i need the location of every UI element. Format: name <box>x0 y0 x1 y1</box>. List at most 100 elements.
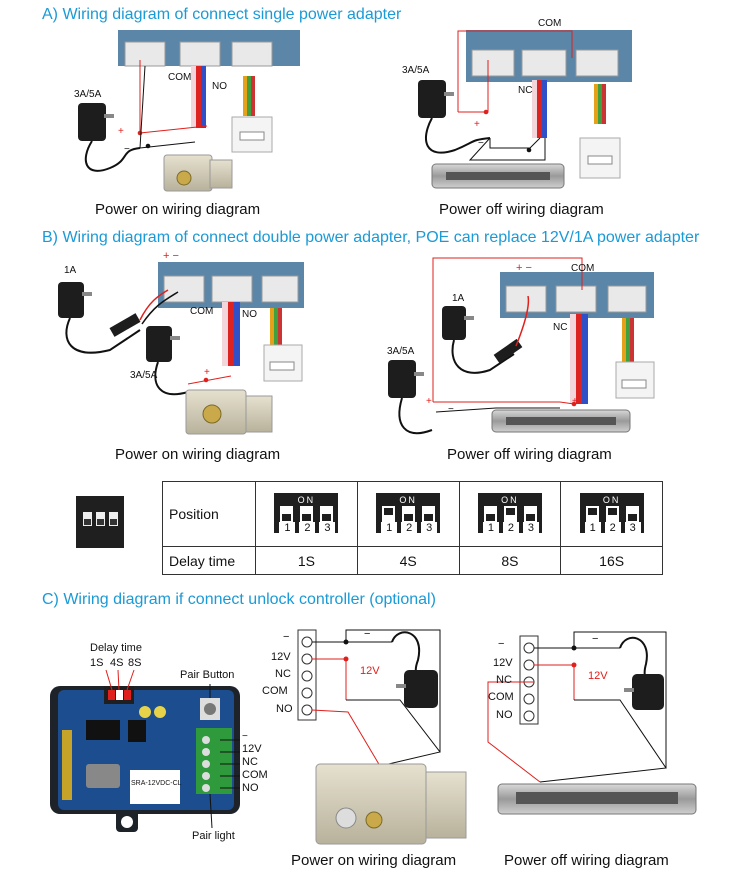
relay-chip-text: SRA-12VDC-CL <box>131 780 182 787</box>
controller-term-nc: NC <box>242 756 258 768</box>
position-row-header: Position <box>162 481 256 547</box>
dip-switch-slot <box>483 505 497 523</box>
a-left-adapter-label: 3A/5A <box>74 89 102 100</box>
b-left-com-label: COM <box>190 306 214 317</box>
off-term-no: NO <box>496 709 513 721</box>
b-right-caption: Power off wiring diagram <box>447 446 612 463</box>
delay-value-1s: 1S <box>255 546 358 575</box>
dip-switch-number: 1 <box>381 521 398 534</box>
on-term-no: NO <box>276 703 293 715</box>
dip-switch-knob <box>505 507 515 515</box>
pair-button-label: Pair Button <box>180 669 235 681</box>
dip-on-label: ON <box>399 494 417 505</box>
dip-switch-knob <box>404 513 414 521</box>
on-term-nc: NC <box>275 668 291 680</box>
a-right-diagram <box>418 30 632 189</box>
b-right-plus-1: + <box>426 396 432 407</box>
b-left-diagram <box>58 262 304 435</box>
c-power-off-diagram <box>487 631 697 815</box>
section-a-title: A) Wiring diagram of connect single powe… <box>42 6 402 23</box>
a-left-minus: − <box>124 144 130 155</box>
section-c-title: C) Wiring diagram if connect unlock cont… <box>42 591 436 608</box>
dip-switch-slot <box>503 505 517 523</box>
b-left-plusminus: + − <box>163 250 179 262</box>
a-right-com-label: COM <box>538 18 562 29</box>
dip-switch-number: 1 <box>584 521 601 534</box>
delay-value-4s: 4S <box>356 546 460 575</box>
controller-term-com: COM <box>242 769 268 781</box>
dip-switch-number: 2 <box>502 521 519 534</box>
dip-on-label: ON <box>501 494 519 505</box>
b-left-no-label: NO <box>242 309 257 320</box>
dip-switch-slot <box>280 505 294 523</box>
off-term-nc: NC <box>496 674 512 686</box>
delay-option-4s: 4S <box>110 657 124 669</box>
delay-value-8s: 8S <box>458 546 562 575</box>
b-right-com-label: COM <box>571 263 595 274</box>
a-right-plus: + <box>474 119 480 130</box>
a-left-plus: + <box>118 126 124 137</box>
c-power-on-caption: Power on wiring diagram <box>291 852 457 869</box>
dip-switch-knob <box>607 507 617 515</box>
a-left-no-label: NO <box>212 81 227 92</box>
dip-switch-slot <box>625 505 639 523</box>
b-right-nc-label: NC <box>553 322 568 333</box>
dip-switch-slot <box>585 505 599 523</box>
on-term-minus: − <box>283 631 290 643</box>
c-power-off-caption: Power off wiring diagram <box>504 852 669 869</box>
delay-time-label: Delay time <box>90 642 142 654</box>
dip-switch-number: 2 <box>604 521 621 534</box>
off-wire-12v: 12V <box>588 670 608 682</box>
dip-switch-number: 3 <box>319 521 336 534</box>
off-term-minus: − <box>498 638 505 650</box>
b-left-adapter-label: 3A/5A <box>130 370 158 381</box>
dip-switch-knob <box>525 513 535 521</box>
off-term-12v: 12V <box>493 657 513 669</box>
dip-switch-knob <box>485 513 495 521</box>
dip-switch-slot <box>605 505 619 523</box>
delay-row-header: Delay time <box>162 546 256 575</box>
dip-switch-slot <box>300 505 314 523</box>
dip-switch-knob <box>322 513 332 521</box>
dip-switch-number: 2 <box>299 521 316 534</box>
a-left-caption: Power on wiring diagram <box>95 201 261 218</box>
a-right-nc-label: NC <box>518 85 533 96</box>
b-right-1a-label: 1A <box>452 293 465 304</box>
dip-switch-slot <box>320 505 334 523</box>
b-right-diagram <box>388 257 655 435</box>
section-b-title: B) Wiring diagram of connect double powe… <box>42 229 700 246</box>
dip-switch-knob <box>282 513 292 521</box>
b-left-plus: + <box>204 367 210 378</box>
a-left-diagram <box>78 30 300 192</box>
c-power-on-diagram <box>297 629 467 845</box>
off-term-com: COM <box>488 691 514 703</box>
c-controller <box>50 669 240 832</box>
dip-switch-slot <box>402 505 416 523</box>
controller-term-no: NO <box>242 782 259 794</box>
dip-switch-slot <box>523 505 537 523</box>
dip-switch-photo <box>76 496 124 548</box>
dip-switch-slot <box>382 505 396 523</box>
b-right-plus-2: + <box>572 396 578 407</box>
dip-switch-knob <box>587 507 597 515</box>
a-right-minus: − <box>478 138 484 149</box>
a-left-com-label: COM <box>168 72 192 83</box>
dip-switch-knob <box>384 507 394 515</box>
delay-option-8s: 8S <box>128 657 142 669</box>
dip-switch-number: 1 <box>482 521 499 534</box>
controller-term-12v: 12V <box>242 743 262 755</box>
dip-switch-number: 3 <box>522 521 539 534</box>
pair-light-label: Pair light <box>192 830 235 842</box>
dip-on-label: ON <box>297 494 316 505</box>
on-term-com: COM <box>262 685 288 697</box>
controller-term-minus: − <box>242 731 248 742</box>
